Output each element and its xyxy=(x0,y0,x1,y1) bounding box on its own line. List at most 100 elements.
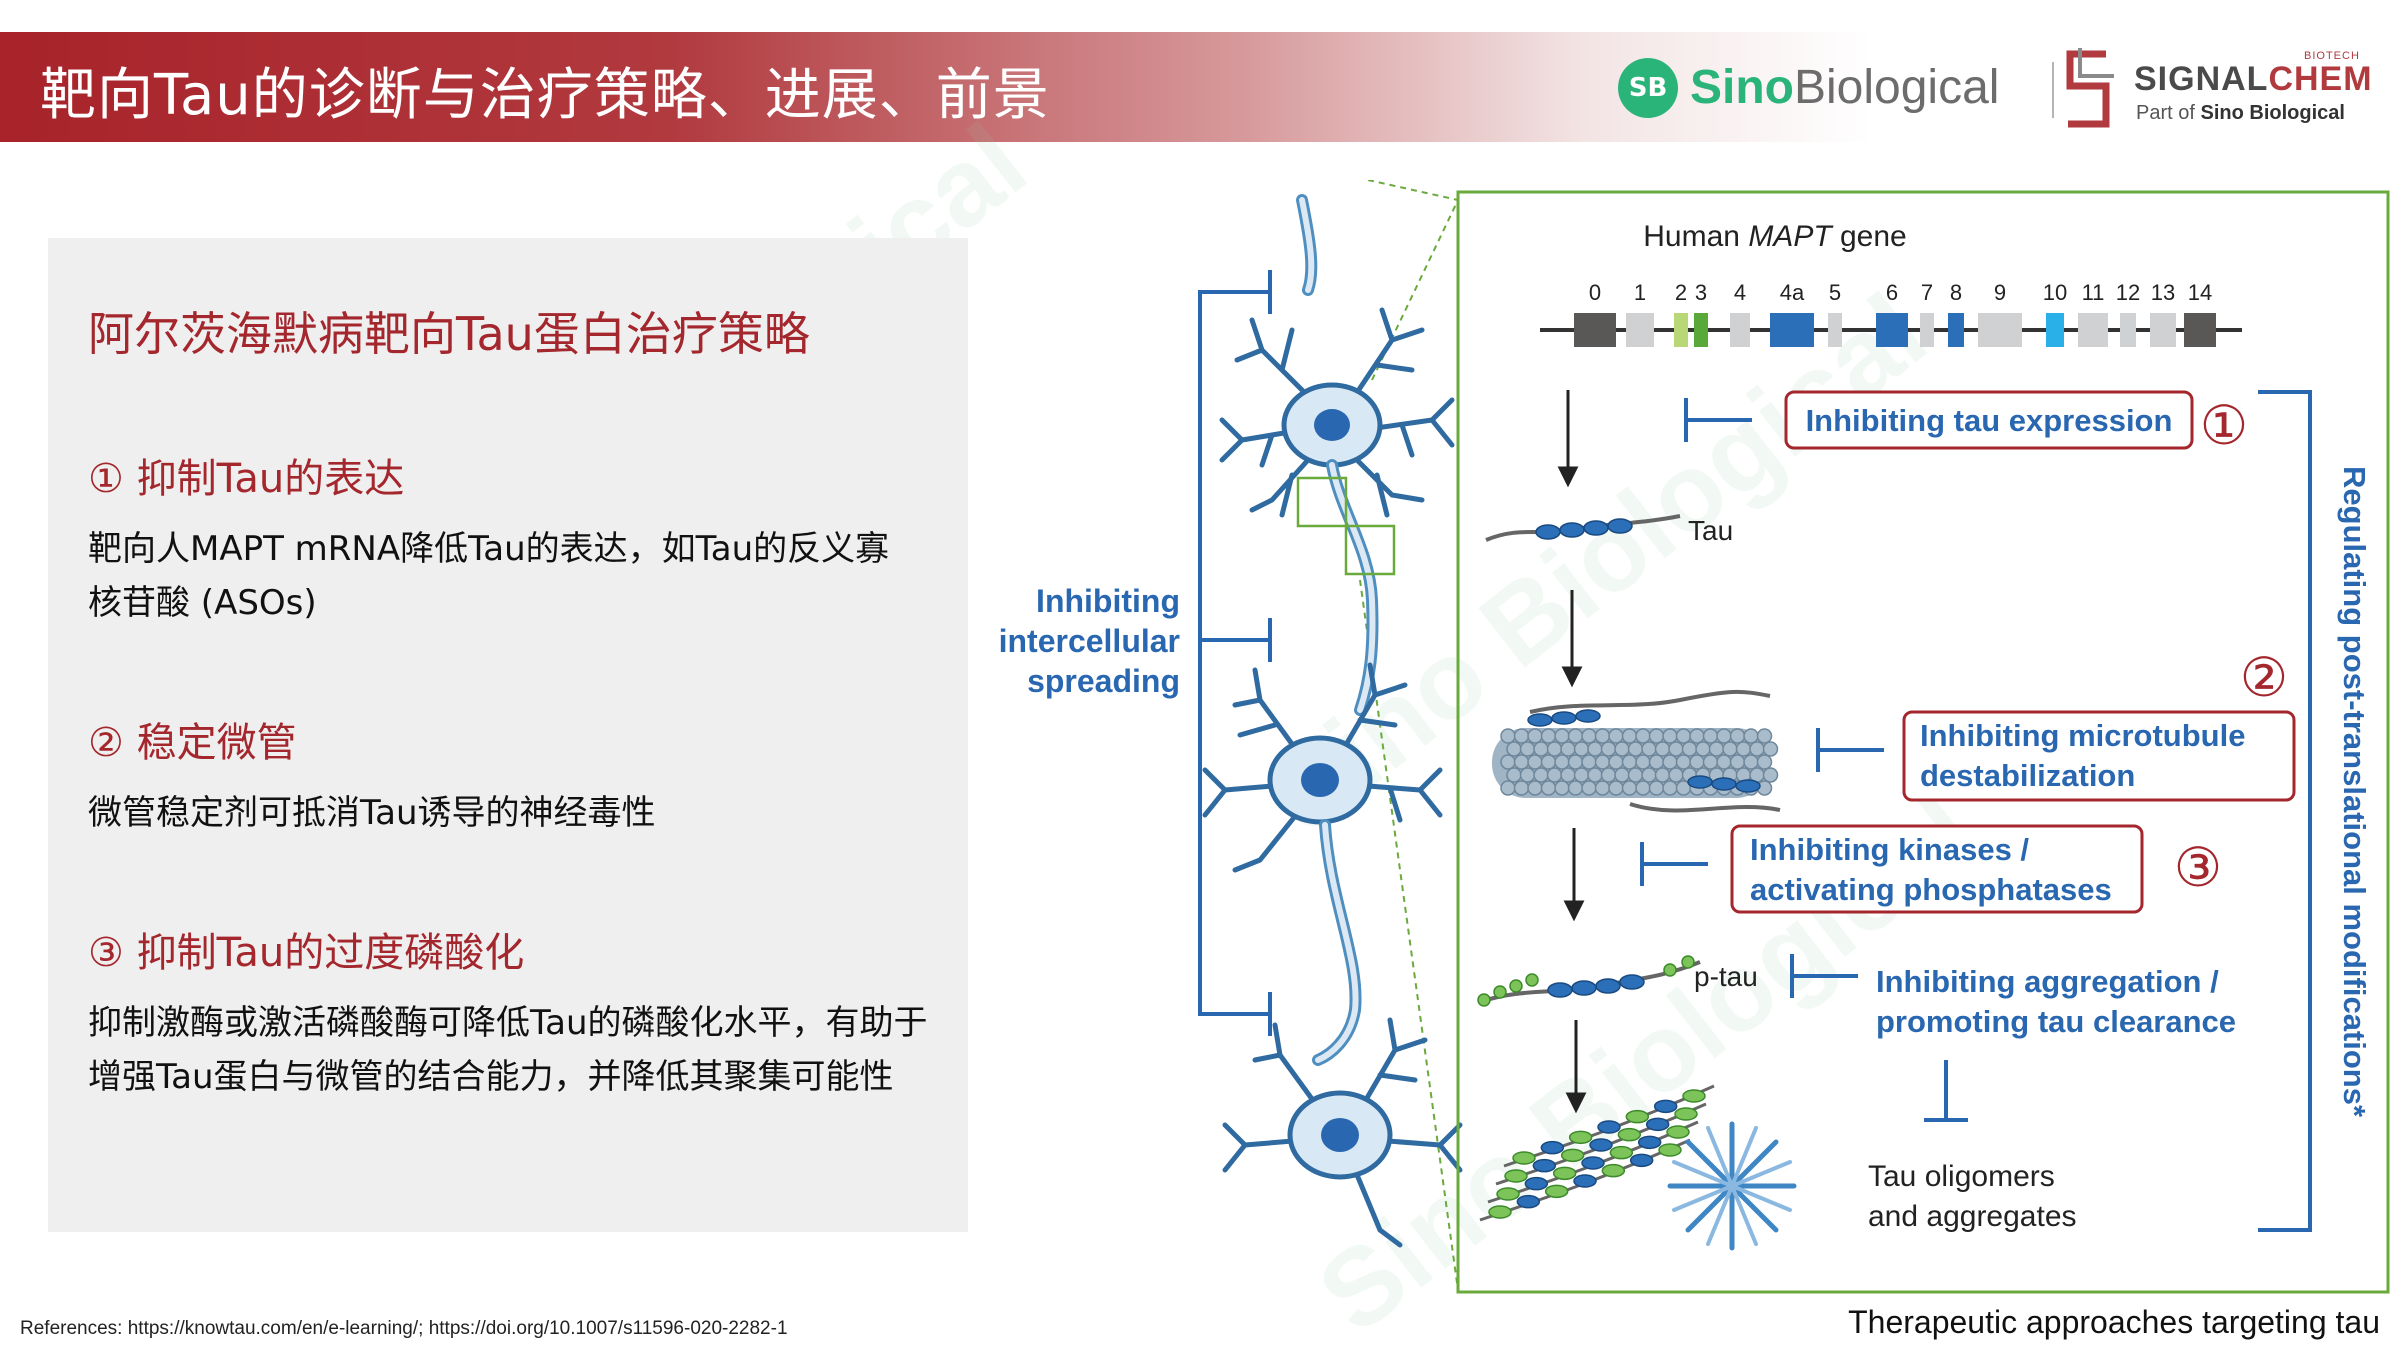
microtubule-bead xyxy=(1621,728,1638,744)
neuron-column xyxy=(1202,194,1463,1248)
zoom-box xyxy=(1296,476,1348,528)
microtubule-bead xyxy=(1621,754,1638,770)
box-inhibit-kinases xyxy=(1730,824,2144,914)
step-number-3: ③ xyxy=(2174,838,2222,898)
microtubule-bead xyxy=(1581,728,1597,744)
sb-badge-icon: SB xyxy=(1618,58,1678,118)
microtubule-bead xyxy=(1587,767,1603,783)
microtubule-bead xyxy=(1533,741,1549,757)
box-3-line-2: activating phosphatases xyxy=(1750,872,2112,907)
microtubule-bead xyxy=(1689,754,1705,770)
microtubule-bead xyxy=(1533,767,1549,783)
microtubule-bead xyxy=(1654,741,1671,757)
label-spreading-2: intercellular xyxy=(999,623,1180,659)
page-title: 靶向Tau的诊断与治疗策略、进展、前景 xyxy=(40,63,1050,128)
microtubule-bead xyxy=(1513,728,1530,744)
logo-biotech-tag: BIOTECH xyxy=(2304,50,2360,62)
microtubule-bead xyxy=(1662,780,1678,796)
fibril-bead xyxy=(1560,1148,1585,1163)
microtubule-bead xyxy=(1573,767,1590,783)
fibril-bead xyxy=(1637,1135,1662,1150)
microtubule-bead xyxy=(1614,767,1630,783)
signalchem-logo[interactable]: BIOTECH SIGNALCHEM Part of Sino Biologic… xyxy=(2054,46,2372,132)
signalchem-mark-icon xyxy=(2066,48,2114,128)
exon-label: 4a xyxy=(1780,280,1805,305)
microtubule-bead xyxy=(1708,741,1725,757)
microtubule-bead xyxy=(1546,741,1563,757)
microtubule-bead xyxy=(1627,767,1644,783)
fibril-bead xyxy=(1609,1145,1634,1160)
fibril-bead xyxy=(1524,1176,1549,1191)
fibril-bead xyxy=(1682,1089,1706,1103)
fibril-bead xyxy=(1516,1194,1541,1209)
microtubule-bead xyxy=(1513,780,1530,796)
exon-label: 1 xyxy=(1634,280,1646,305)
microtubule-bead xyxy=(1608,754,1624,770)
strategy-1-title: ① 抑制Tau的表达 xyxy=(88,456,405,502)
fibril-bead xyxy=(1674,1107,1698,1121)
microtubule-bead xyxy=(1749,741,1765,757)
fibril-bead xyxy=(1568,1130,1593,1145)
microtubule-bead xyxy=(1662,754,1678,770)
fibril-bead xyxy=(1532,1158,1557,1173)
microtubule-bead xyxy=(1756,728,1773,744)
fibril-bead xyxy=(1589,1138,1613,1152)
microtubule-bead xyxy=(1648,780,1665,796)
zoom-line-bottom xyxy=(1359,579,1459,1291)
microtubule-bead xyxy=(1648,754,1665,770)
box-inhibit-expression xyxy=(1784,390,2194,450)
zoom-frame xyxy=(1456,190,2390,1294)
tau-protein xyxy=(1485,514,1681,542)
microtubule-bead xyxy=(1560,741,1576,757)
microtubule-bead xyxy=(1695,741,1711,757)
logo-signal-word: SIGNAL xyxy=(2134,60,2269,98)
microtubule-bead xyxy=(1540,728,1557,744)
exon-label: 0 xyxy=(1589,280,1601,305)
microtubule-bead xyxy=(1675,754,1692,770)
exon-label: 3 xyxy=(1695,280,1707,305)
microtubule-bead xyxy=(1735,741,1752,757)
microtubule-bead xyxy=(1641,741,1657,757)
microtubule-bead xyxy=(1716,754,1732,770)
microtubule-bead xyxy=(1743,754,1759,770)
label-aggregation-2: promoting tau clearance xyxy=(1876,1004,2236,1039)
microtubule-bead xyxy=(1627,741,1644,757)
microtubule-bead xyxy=(1581,754,1597,770)
microtubule-bead xyxy=(1554,754,1570,770)
label-oligomers-2: and aggregates xyxy=(1868,1200,2077,1233)
exon-label: 13 xyxy=(2151,280,2175,305)
microtubule-bead xyxy=(1546,767,1563,783)
strategy-2-body: 微管稳定剂可抵消Tau诱导的神经毒性 xyxy=(88,793,656,833)
fibril-bead xyxy=(1573,1174,1597,1188)
logo-biological-word: Biological xyxy=(1794,61,2000,114)
exon-label: 14 xyxy=(2188,280,2212,305)
microtubule-bead xyxy=(1527,754,1543,770)
strategy-1-body: 靶向人MAPT mRNA降低Tau的表达，如Tau的反义寡核苷酸 (ASOs) xyxy=(88,529,890,623)
microtubule-bead xyxy=(1635,780,1651,796)
microtubule-bead xyxy=(1500,780,1516,796)
microtubule-bead xyxy=(1573,741,1590,757)
box-3-line-1: Inhibiting kinases / xyxy=(1750,832,2029,867)
microtubule-bead xyxy=(1540,754,1557,770)
microtubule-bead xyxy=(1716,728,1732,744)
fibril-bead xyxy=(1581,1156,1605,1170)
strategy-3: ③ 抑制Tau的过度磷酸化 抑制激酶或激活磷酸酶可降低Tau的磷酸化水平，有助于… xyxy=(88,920,948,1104)
inhibitor-marks xyxy=(1640,398,1968,1122)
strategy-panel: 阿尔茨海默病靶向Tau蛋白治疗策略 ① 抑制Tau的表达 靶向人MAPT mRN… xyxy=(48,238,968,1232)
microtubule-bead xyxy=(1668,767,1684,783)
panel-title: 阿尔茨海默病靶向Tau蛋白治疗策略 xyxy=(88,307,810,361)
logo-sub-prefix: Part of xyxy=(2136,102,2201,124)
fibril-bead xyxy=(1540,1140,1565,1155)
tau-fibrils xyxy=(1479,1084,1715,1222)
microtubule-bead xyxy=(1506,741,1522,757)
exon-label: 5 xyxy=(1829,280,1841,305)
fibril-bead xyxy=(1504,1169,1528,1183)
box-inhibit-microtubule xyxy=(1902,710,2296,802)
microtubule-bead xyxy=(1729,728,1746,744)
fibril-bead xyxy=(1544,1184,1569,1199)
label-tau: Tau xyxy=(1688,515,1733,546)
microtubule-bead xyxy=(1635,754,1651,770)
fibril-bead xyxy=(1625,1109,1650,1124)
microtubule-bead xyxy=(1668,741,1684,757)
